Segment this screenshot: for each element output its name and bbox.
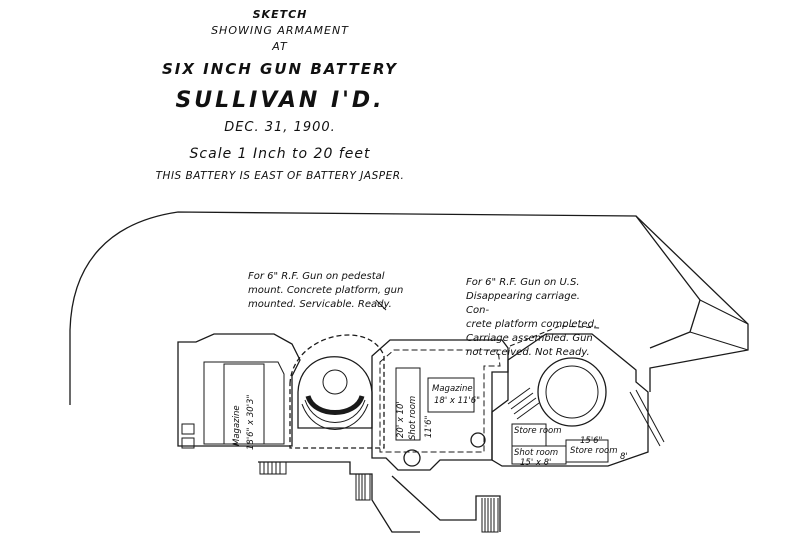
right-dim: 8'	[620, 452, 628, 462]
title-note: THIS BATTERY IS EAST OF BATTERY JASPER.	[155, 170, 405, 182]
front-hatch-right	[481, 498, 499, 533]
right-shot-room-label: Shot room	[514, 448, 559, 458]
front-wall-center	[391, 475, 501, 532]
center-shot-room-label: Shot room	[408, 395, 418, 440]
title-scale: Scale 1 Inch to 20 feet	[189, 146, 371, 162]
central-shot-room	[395, 367, 421, 441]
front-hatch-left	[259, 462, 287, 475]
central-hoist-b	[470, 432, 486, 448]
small-room-b	[181, 437, 195, 449]
left-gun-platform	[305, 394, 365, 415]
title-island: SULLIVAN I'D.	[175, 88, 385, 113]
right-ramp	[629, 389, 665, 447]
center-magazine-size: 18' x 11'6"	[434, 396, 481, 406]
small-room-a	[181, 423, 195, 435]
left-gun-pivot	[322, 369, 348, 395]
title-battery: SIX INCH GUN BATTERY	[161, 60, 399, 78]
title-sketch: SKETCH	[252, 8, 308, 21]
title-showing: SHOWING ARMAMENT	[211, 24, 349, 37]
right-gun-dashline	[509, 325, 601, 347]
right-store-room-lower	[565, 439, 609, 463]
central-block-inner	[379, 349, 501, 453]
central-hoist-a	[403, 449, 421, 467]
title-at: AT	[272, 40, 288, 53]
center-shot-room-size: 20' x 10'	[396, 401, 406, 438]
left-gun-steps	[301, 399, 369, 430]
right-gun-annotation: For 6" R.F. Gun on U.S. Disappearing car…	[466, 277, 598, 358]
front-wall-left	[258, 461, 420, 533]
left-gun-annotation: For 6" R.F. Gun on pedestal mount. Concr…	[248, 271, 404, 310]
center-magazine-label: Magazine	[432, 384, 473, 394]
center-dim-small: 11'6"	[424, 415, 434, 438]
right-gun-stairs	[507, 387, 540, 420]
left-magazine-block	[177, 333, 301, 447]
left-gun-emplacement	[289, 334, 385, 449]
front-hatch-center	[355, 474, 371, 501]
central-magazine-room	[427, 377, 475, 413]
right-gun-emplacement	[491, 333, 649, 467]
left-magazine-size: 18'6" x 30'3"	[246, 394, 256, 450]
right-store-room-upper-label: Store room	[514, 426, 562, 436]
annotation-leader-left	[375, 299, 387, 311]
right-shot-room-size: 15' x 8'	[520, 458, 552, 468]
left-magazine-label: Magazine	[232, 405, 242, 446]
right-store-room-lower-label: Store room	[570, 446, 618, 456]
title-date: DEC. 31, 1900.	[224, 120, 336, 135]
right-gun-pit	[537, 357, 607, 427]
earthwork-slope-right	[635, 215, 701, 349]
right-store-room-lower-size: 15'6"	[580, 436, 603, 446]
earthwork-slope-lines	[689, 299, 749, 351]
right-gun-pit-inner	[545, 365, 599, 419]
left-magazine-room	[223, 363, 265, 445]
left-magazine-inner	[203, 361, 285, 445]
earthwork-outline	[69, 211, 749, 405]
